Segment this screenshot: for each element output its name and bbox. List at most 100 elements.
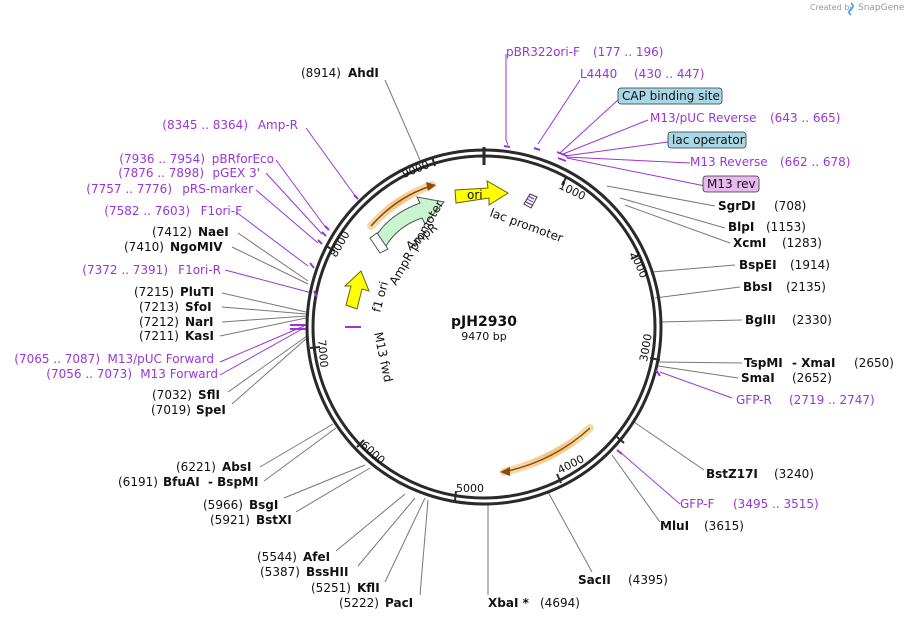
- enzyme-xbai[interactable]: XbaI *(4694): [488, 596, 580, 610]
- snapgene-logo-icon: [848, 2, 854, 16]
- svg-text:AhdI: AhdI: [348, 66, 379, 80]
- primer-f1ori-r[interactable]: F1ori-R (7372 .. 7391): [82, 263, 221, 277]
- svg-text:GFP-F: GFP-F: [680, 497, 715, 511]
- svg-text:M13/pUC Reverse: M13/pUC Reverse: [650, 111, 757, 125]
- orf-arc-top[interactable]: [367, 181, 436, 230]
- enzyme-ngomiv[interactable]: (7410) NgoMIV: [124, 240, 223, 254]
- ampr-arrow-shape: [375, 196, 445, 247]
- plasmid-name: pJH2930: [451, 314, 517, 330]
- svg-text:(3615): (3615): [704, 519, 744, 533]
- enzyme-bstz17i[interactable]: BstZ17I(3240): [706, 467, 814, 481]
- svg-text:(7212): (7212): [139, 315, 179, 329]
- svg-text:MluI: MluI: [660, 519, 689, 533]
- enzyme-afei[interactable]: (5544)AfeI: [257, 550, 330, 564]
- svg-text:(7936 .. 7954): (7936 .. 7954): [119, 152, 205, 166]
- svg-text:(8914): (8914): [301, 66, 341, 80]
- primer-l4440[interactable]: L4440 (430 .. 447): [580, 67, 704, 81]
- enzyme-sfoi[interactable]: (7213)SfoI: [139, 300, 212, 314]
- f1-ori-feature[interactable]: f1 ori: [343, 270, 391, 314]
- svg-text:BstZ17I: BstZ17I: [706, 467, 758, 481]
- enzyme-tspmi-xmai[interactable]: TspMI- XmaI(2650): [744, 356, 894, 370]
- primer-prs-marker[interactable]: pRS-marker (7757 .. 7776): [86, 182, 253, 196]
- svg-text:M13 Reverse: M13 Reverse: [690, 155, 768, 169]
- svg-text:(1914): (1914): [790, 258, 830, 272]
- tick-5000: 5000: [456, 482, 484, 495]
- enzyme-ahdi[interactable]: (8914) AhdI: [301, 66, 379, 80]
- svg-text:CAP binding site: CAP binding site: [622, 89, 720, 103]
- primer-m13-puc-reverse[interactable]: M13/pUC Reverse (643 .. 665): [650, 111, 840, 125]
- enzyme-bsgi[interactable]: (5966)BsgI: [203, 498, 278, 512]
- lac-promoter-feature[interactable]: lac promoter: [488, 193, 565, 245]
- primer-gfp-r[interactable]: GFP-R (2719 .. 2747): [736, 393, 875, 407]
- svg-text:PacI: PacI: [385, 596, 413, 610]
- svg-text:(2652): (2652): [792, 371, 832, 385]
- svg-text:L4440: L4440: [580, 67, 617, 81]
- f1-ori-arrow-shape: [343, 270, 370, 310]
- ori-feature[interactable]: ori: [454, 180, 509, 206]
- svg-text:F1ori-F: F1ori-F: [201, 204, 242, 218]
- enzyme-nari[interactable]: (7212)NarI: [139, 315, 214, 329]
- primer-pgex-3[interactable]: pGEX 3' (7876 .. 7898): [118, 166, 260, 180]
- svg-text:AfeI: AfeI: [303, 550, 330, 564]
- primer-pbr322ori-f[interactable]: pBR322ori-F (177 .. 196): [506, 45, 663, 59]
- boxed-feature-cap-binding-site[interactable]: CAP binding site: [617, 87, 723, 105]
- svg-text:Amp-R: Amp-R: [258, 118, 298, 132]
- boxed-feature-lac-operator[interactable]: lac operator: [667, 131, 747, 149]
- primer-gfp-f[interactable]: GFP-F (3495 .. 3515): [680, 497, 819, 511]
- enzyme-pluti[interactable]: (7215) PluTI: [134, 285, 214, 299]
- ring-tick-marks: [309, 156, 661, 502]
- svg-text:(2330): (2330): [792, 313, 832, 327]
- enzyme-bspei[interactable]: BspEI(1914): [739, 258, 830, 272]
- enzyme-xcmi[interactable]: XcmI(1283): [733, 236, 822, 250]
- enzyme-paci[interactable]: (5222)PacI: [339, 596, 413, 610]
- svg-text:(4694): (4694): [540, 596, 580, 610]
- primer-m13-puc-forward[interactable]: M13/pUC Forward (7065 .. 7087): [14, 352, 214, 366]
- enzyme-smai[interactable]: SmaI (2652): [741, 371, 832, 385]
- enzyme-bglii[interactable]: BglII(2330): [745, 313, 832, 327]
- svg-text:NgoMIV: NgoMIV: [170, 240, 223, 254]
- svg-text:(7215): (7215): [134, 285, 174, 299]
- svg-text:(662 .. 678): (662 .. 678): [780, 155, 850, 169]
- svg-text:(7410): (7410): [124, 240, 164, 254]
- orf-arc-bottom[interactable]: [500, 424, 594, 476]
- svg-text:(6191): (6191): [118, 475, 158, 489]
- primer-m13-reverse[interactable]: M13 Reverse (662 .. 678): [690, 155, 850, 169]
- primer-leader-lines: [219, 54, 733, 505]
- svg-text:PluTI: PluTI: [180, 285, 214, 299]
- enzyme-absi[interactable]: (6221)AbsI: [176, 460, 251, 474]
- svg-text:SpeI: SpeI: [196, 403, 226, 417]
- m13-fwd-feature[interactable]: M13 fwd: [345, 326, 395, 384]
- enzyme-labels-right: SgrDI(708) BlpI(1153) XcmI(1283) BspEI(1…: [488, 199, 894, 610]
- boxed-feature-m13-rev[interactable]: M13 rev: [702, 175, 760, 193]
- enzyme-blpi[interactable]: BlpI(1153): [728, 220, 806, 234]
- enzyme-bfuai-bspmi[interactable]: (6191)BfuAI- BspMI: [118, 475, 258, 489]
- enzyme-kasi[interactable]: (7211)KasI: [139, 329, 214, 343]
- svg-text:(5387): (5387): [260, 565, 300, 579]
- enzyme-kfli[interactable]: (5251)KflI: [311, 581, 380, 595]
- svg-text:SmaI: SmaI: [741, 371, 775, 385]
- snapgene-credit: Created by SnapGene: [810, 2, 905, 16]
- primer-pbrforeco[interactable]: pBRforEco (7936 .. 7954): [119, 152, 274, 166]
- enzyme-bsshii[interactable]: (5387)BssHII: [260, 565, 348, 579]
- svg-text:(5251): (5251): [311, 581, 351, 595]
- plasmid-length: 9470 bp: [461, 330, 506, 343]
- enzyme-leader-lines: [219, 79, 743, 596]
- svg-text:M13/pUC Forward: M13/pUC Forward: [107, 352, 214, 366]
- enzyme-sacii[interactable]: SacII(4395): [578, 573, 668, 587]
- ori-arrow-shape: [454, 180, 509, 206]
- primer-m13-forward[interactable]: M13 Forward (7056 .. 7073): [46, 367, 218, 381]
- primer-f1ori-f[interactable]: F1ori-F (7582 .. 7603): [104, 204, 242, 218]
- enzyme-mlui[interactable]: MluI (3615): [660, 519, 744, 533]
- enzyme-bstxi[interactable]: (5921)BstXI: [210, 513, 292, 527]
- svg-text:(3495 .. 3515): (3495 .. 3515): [733, 497, 819, 511]
- svg-text:(7032): (7032): [152, 388, 192, 402]
- enzyme-bbsi[interactable]: BbsI(2135): [743, 280, 826, 294]
- enzyme-spei[interactable]: (7019)SpeI: [151, 403, 226, 417]
- svg-text:(7582 .. 7603): (7582 .. 7603): [104, 204, 190, 218]
- enzyme-sgrdi[interactable]: SgrDI(708): [718, 199, 806, 213]
- enzyme-naei[interactable]: (7412)NaeI: [152, 225, 229, 239]
- enzyme-sfli[interactable]: (7032)SflI: [152, 388, 220, 402]
- primer-amp-r[interactable]: Amp-R (8345 .. 8364): [162, 118, 298, 132]
- m13-fwd-label: M13 fwd: [371, 331, 395, 384]
